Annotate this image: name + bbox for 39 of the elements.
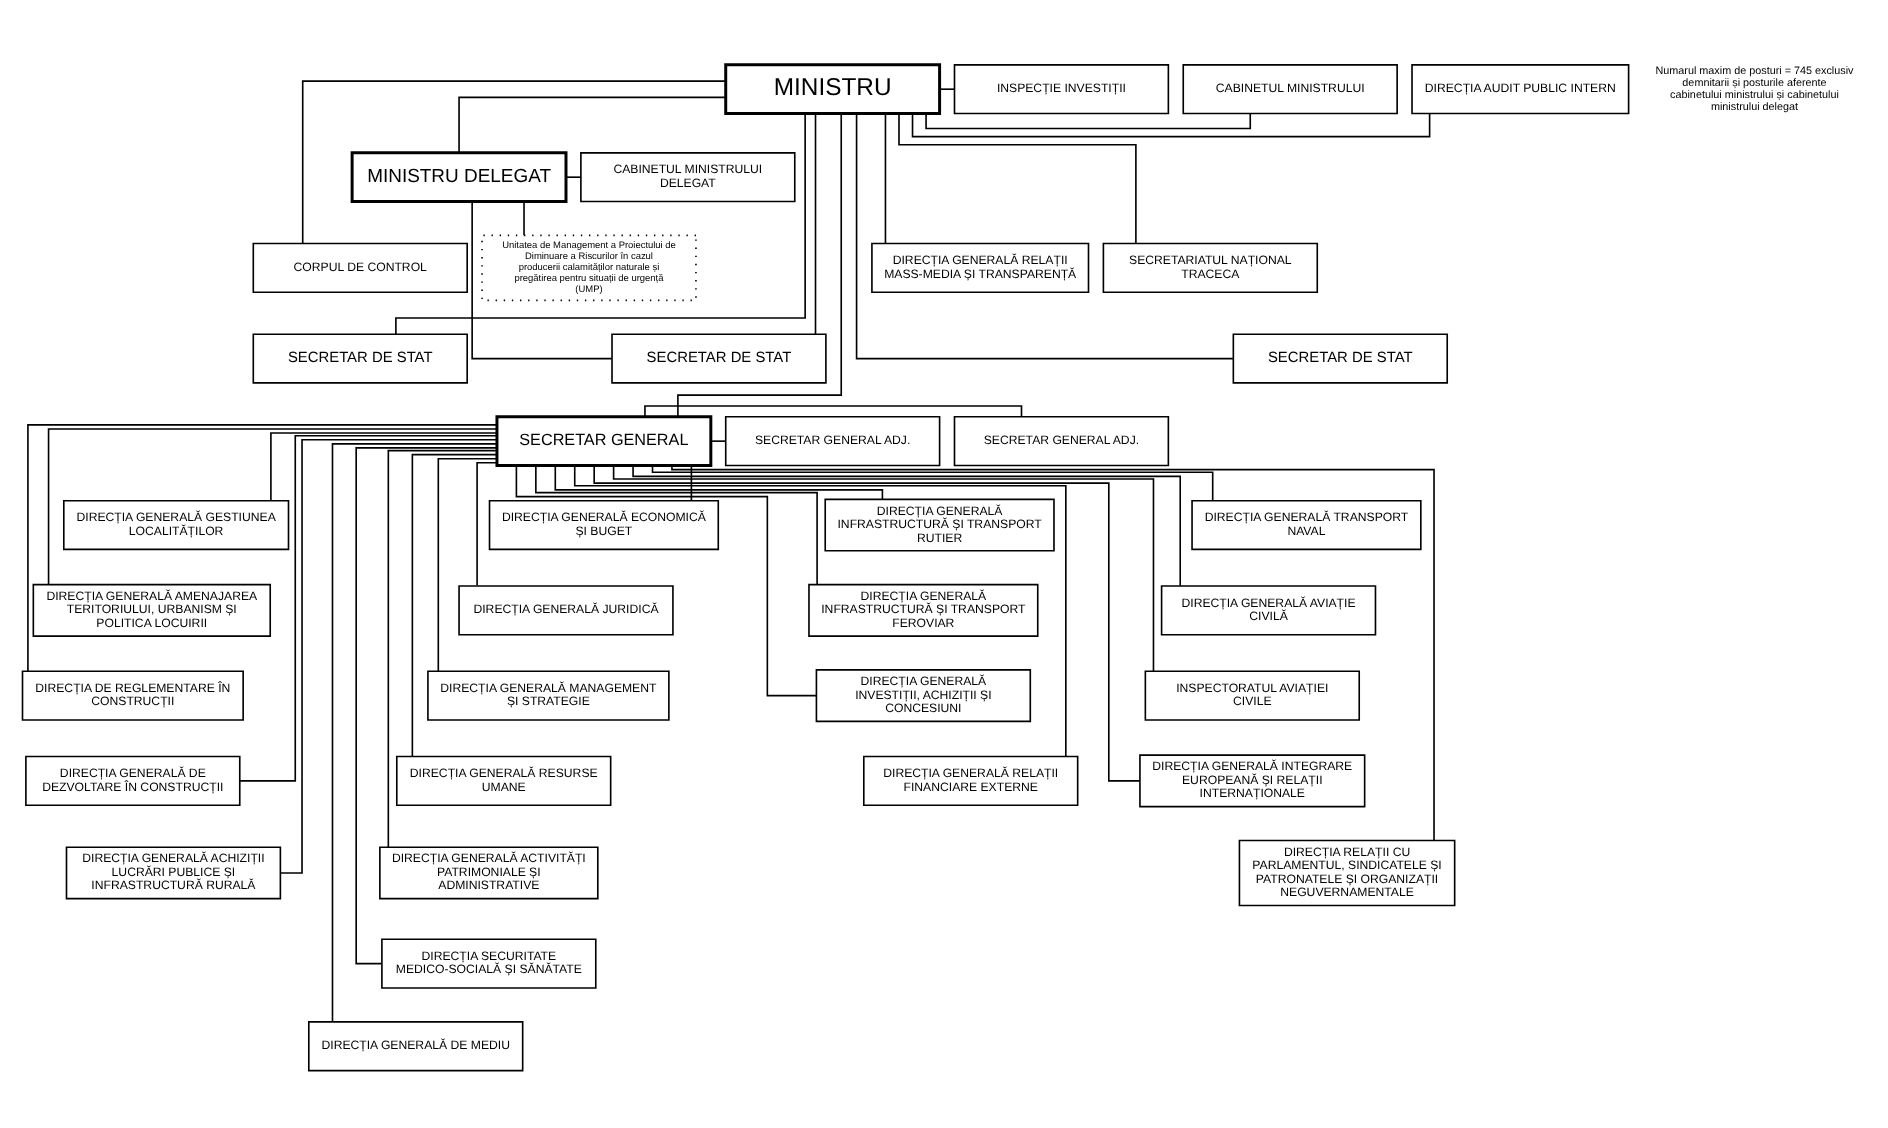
connector xyxy=(476,461,498,586)
connector xyxy=(612,464,1155,671)
connector xyxy=(814,111,817,334)
connector xyxy=(387,448,498,847)
node-box: SECRETAR DE STAT xyxy=(611,332,827,383)
connector xyxy=(411,452,498,757)
connector xyxy=(27,423,498,671)
connector xyxy=(573,463,1067,757)
connector xyxy=(671,463,1435,841)
connector xyxy=(925,112,1252,129)
node-box: MINISTRU DELEGAT xyxy=(350,150,568,203)
connector xyxy=(565,175,582,177)
connector xyxy=(677,111,843,417)
connector xyxy=(395,111,806,334)
node-box: MINISTRU xyxy=(724,62,942,115)
connector xyxy=(301,79,727,244)
connector xyxy=(270,431,498,501)
connector xyxy=(855,111,1234,359)
connector xyxy=(471,199,613,359)
connector xyxy=(884,111,887,243)
connector xyxy=(47,427,498,585)
connector xyxy=(239,433,498,781)
node-box: SECRETAR DE STAT xyxy=(1232,332,1449,383)
connector xyxy=(523,200,525,236)
connector xyxy=(593,463,1141,781)
connector xyxy=(554,464,884,499)
connector xyxy=(437,456,498,671)
connector xyxy=(710,439,727,441)
connector xyxy=(651,463,1214,501)
connector xyxy=(458,95,727,153)
connector xyxy=(515,463,818,696)
connector xyxy=(898,111,1137,243)
connector xyxy=(632,463,1181,586)
connector xyxy=(331,442,498,1022)
node-box: SECRETAR DE STAT xyxy=(252,332,468,383)
connector xyxy=(535,463,818,584)
connector xyxy=(690,464,693,501)
connector xyxy=(938,87,956,89)
connector xyxy=(644,404,1023,417)
